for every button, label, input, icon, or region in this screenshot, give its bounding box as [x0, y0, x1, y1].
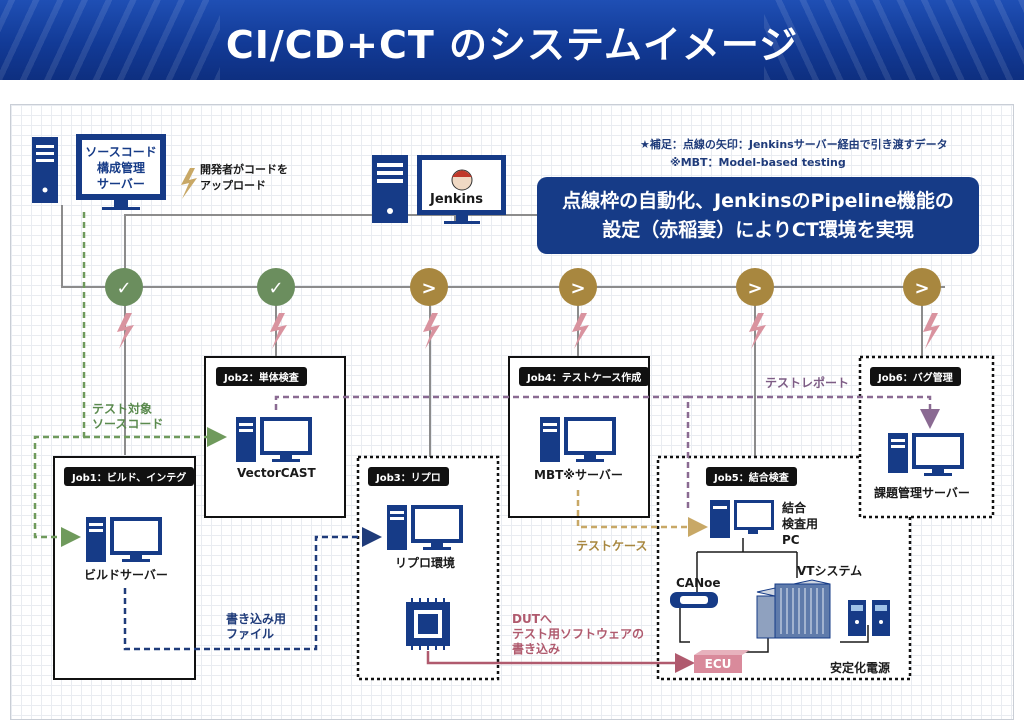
upload-line2: アップロード [200, 179, 266, 192]
write-file-line2: ファイル [226, 627, 275, 641]
bolt-icon [423, 313, 440, 349]
integration-pc-line3: PC [782, 533, 800, 547]
issue-server-icon [888, 433, 964, 476]
dut-write-arrow [426, 651, 695, 673]
stage-1 [105, 268, 143, 306]
pipeline-stages: ✓ ✓ > > > > [105, 268, 941, 306]
vectorcast-label: VectorCAST [237, 466, 316, 480]
integration-pc-label: 結合 検査用 PC [782, 500, 818, 548]
integration-pc-line1: 結合 [782, 501, 807, 515]
source-server-line1: ソースコード [85, 145, 157, 159]
build-to-repro-arrow [123, 527, 382, 651]
build-server-icon [86, 517, 162, 562]
stage-1-symbol: ✓ [116, 278, 131, 299]
stage-2-symbol: ✓ [268, 278, 283, 299]
source-server-label: ソースコード 構成管理 サーバー [80, 138, 162, 196]
job6-tag: Job6：バグ管理 [870, 367, 961, 386]
bolt-icon [572, 313, 589, 349]
stage-2 [257, 268, 295, 306]
upload-line1: 開発者がコードを [200, 163, 288, 176]
testcase-arrow [576, 490, 708, 537]
stage-4 [559, 268, 597, 306]
vt-system-icon [756, 579, 831, 639]
job3-tag: Job3：リプロ [368, 467, 449, 486]
canoe-device-icon [670, 592, 718, 608]
stage-4-symbol: > [570, 278, 585, 299]
stage-6-symbol: > [914, 278, 929, 299]
issue-server-label: 課題管理サーバー [874, 486, 970, 500]
bolt-icon [270, 313, 287, 349]
callout-line2: 設定（赤稲妻）によりCT環境を実現 [602, 219, 914, 241]
callout-line1: 点線枠の自動化、JenkinsのPipeline機能の [562, 190, 954, 212]
write-file-line1: 書き込み用 [226, 612, 287, 626]
integration-pc-line2: 検査用 [782, 517, 819, 531]
canoe-label: CANoe [676, 576, 721, 590]
test-target-annotation: テスト対象 ソースコード [92, 402, 163, 432]
jenkins-label: Jenkins [430, 192, 484, 207]
integration-test-pc-icon [710, 500, 774, 538]
testreport-arrow [686, 395, 940, 508]
test-report-annotation: テストレポート [765, 376, 850, 390]
ecu-label: ECU [705, 657, 732, 671]
stage-5 [736, 268, 774, 306]
test-target-line1: テスト対象 [92, 402, 153, 416]
ecu-icon: ECU [694, 650, 750, 673]
bolt-icons [117, 168, 940, 349]
bolt-icon [749, 313, 766, 349]
dut-write-annotation: DUTへ テスト用ソフトウェアの 書き込み [512, 612, 644, 657]
build-server-label: ビルドサーバー [84, 568, 168, 582]
source-server-line3: サーバー [97, 177, 145, 191]
dut-line1: DUTへ [512, 612, 552, 626]
legend-note-dashed: ★補足：点線の矢印：Jenkinsサーバー経由で引き渡すデータ [640, 138, 948, 151]
bolt-icon [923, 313, 940, 349]
mbt-server-label: MBT※サーバー [534, 468, 623, 482]
mbt-server-icon [540, 417, 616, 462]
upload-bolt-icon [181, 168, 197, 199]
source-to-build-arrow [33, 212, 86, 547]
power-supply-icon [848, 600, 890, 636]
jenkins-server-icon [372, 155, 506, 224]
title-banner: CI/CD+CT のシステムイメージ [0, 0, 1024, 80]
job1-tag: Job1：ビルド、インテグ [64, 467, 195, 486]
vt-system-label: VTシステム [797, 564, 863, 578]
upload-note: 開発者がコードを アップロード [200, 162, 288, 194]
microcontroller-chip-icon [406, 598, 450, 650]
repro-env-label: リプロ環境 [395, 556, 456, 570]
job5-tag: Job5：結合検査 [706, 467, 797, 486]
dut-line3: 書き込み [512, 642, 561, 656]
repro-computer-icon [387, 505, 463, 550]
job2-tag: Job2：単体検査 [216, 367, 307, 386]
stage-6 [903, 268, 941, 306]
dut-line2: テスト用ソフトウェアの [512, 627, 645, 641]
page-title: CI/CD+CT のシステムイメージ [225, 23, 799, 67]
stage-3 [410, 268, 448, 306]
test-target-line2: ソースコード [92, 417, 164, 431]
write-file-annotation: 書き込み用 ファイル [226, 612, 286, 642]
stage-5-symbol: > [747, 278, 762, 299]
stage-3-symbol: > [421, 278, 436, 299]
job4-tag: Job4：テストケース作成 [519, 367, 650, 386]
bolt-icon [117, 313, 134, 349]
pipeline-callout: 点線枠の自動化、JenkinsのPipeline機能の 設定（赤稲妻）によりCT… [537, 177, 979, 254]
vectorcast-computer-icon [236, 417, 312, 462]
power-supply-label: 安定化電源 [830, 661, 891, 675]
vectorcast-report-arrow [274, 395, 690, 410]
legend-note-mbt: ※MBT：Model-based testing [670, 156, 846, 169]
test-case-annotation: テストケース [576, 539, 648, 553]
source-server-line2: 構成管理 [96, 161, 145, 175]
